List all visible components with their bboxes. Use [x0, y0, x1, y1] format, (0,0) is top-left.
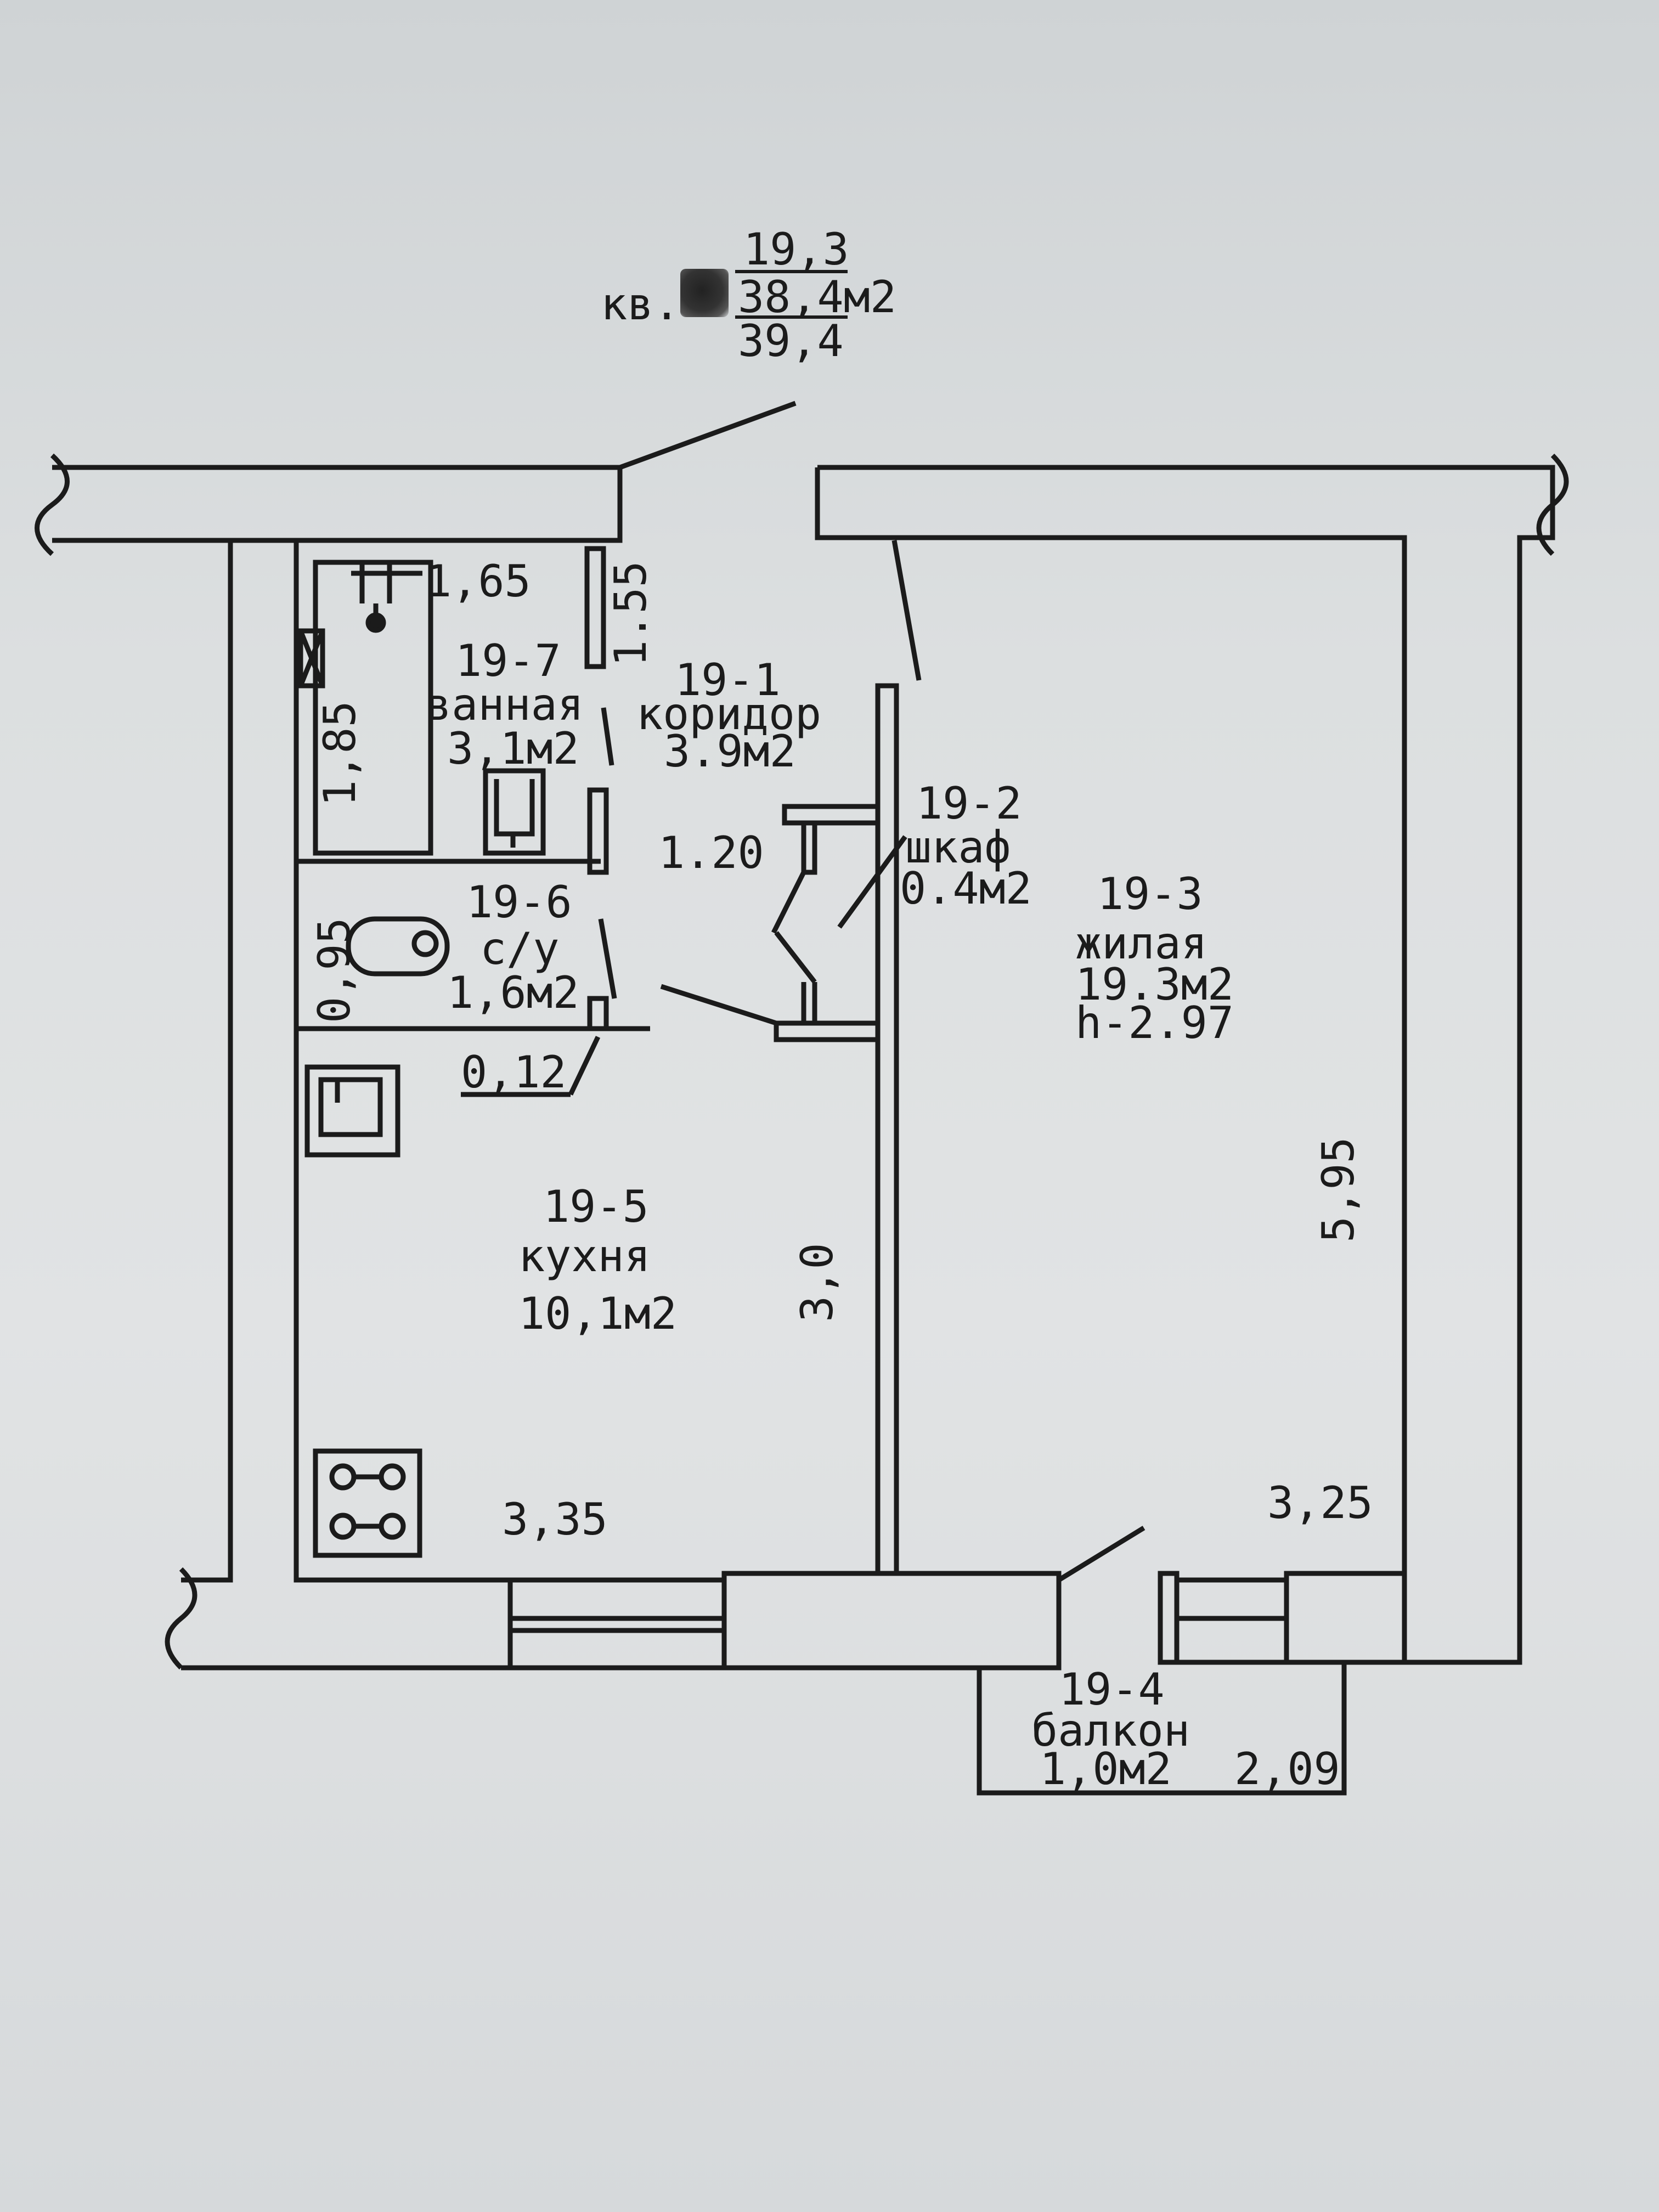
room-19-4-area: 1,0м2 [1040, 1743, 1172, 1795]
wc-door-post [587, 996, 609, 1031]
kitchen-sink [304, 1064, 400, 1158]
dim-wall-thickness: 0,12 [461, 1047, 567, 1098]
room-19-4-id: 19-4 [1059, 1664, 1165, 1715]
door-swing-entry [619, 400, 797, 470]
room-19-5-id: 19-5 [543, 1181, 649, 1232]
room-19-7-area: 3,1м2 [447, 723, 579, 774]
leader-0-12 [568, 1036, 601, 1096]
closet-door-top [801, 823, 817, 875]
outer-wall-top-left [52, 465, 623, 1583]
toilet [346, 916, 450, 977]
room-19-1-id: 19-1 [675, 654, 781, 706]
room-19-6-id: 19-6 [466, 877, 572, 928]
leader-closet [837, 835, 907, 929]
window-kitchen [507, 1577, 727, 1671]
bath-shower [351, 562, 422, 603]
dim-room-width: 3,25 [1267, 1477, 1373, 1528]
break-mark-top-right [1536, 453, 1569, 556]
outer-wall-top-right [817, 465, 1555, 1665]
room-19-6-name: с/у [480, 923, 560, 974]
dim-bath-width: 1,65 [425, 556, 531, 607]
closet-door-bottom [801, 982, 817, 1026]
window-room [1174, 1577, 1289, 1665]
room-19-3-height: h-2.97 [1075, 997, 1234, 1048]
dim-wc-width: 0,95 [309, 917, 360, 1023]
dim-corridor-width: 1.20 [658, 827, 764, 878]
closet-top [782, 804, 881, 826]
balcony-outline [977, 1662, 1347, 1796]
bathroom-door-post [587, 787, 609, 875]
header-living-area: 19,3 [743, 224, 849, 275]
door-swing-bath [601, 707, 614, 766]
bathtub [313, 560, 433, 856]
bath-sink [483, 768, 546, 856]
room-19-3-id: 19-3 [1097, 868, 1203, 919]
dim-balcony-width: 2,09 [1234, 1743, 1340, 1795]
room-19-1-area: 3.9м2 [664, 726, 796, 777]
room-19-1-name: коридор [636, 689, 822, 740]
redacted-apartment-number [680, 269, 729, 317]
room-19-7-id: 19-7 [455, 635, 561, 686]
header-total-area: 38,4м2 [738, 272, 896, 323]
room-19-2-area: 0.4м2 [900, 863, 1032, 914]
closet-bottom [774, 1020, 881, 1042]
door-swing-balcony [1057, 1526, 1146, 1582]
room-19-5-area: 10,1м2 [518, 1288, 677, 1339]
room-19-4-name: балкон [1031, 1705, 1190, 1756]
outer-wall-top-right-inner [815, 467, 1407, 1573]
room-19-6-area: 1,6м2 [447, 967, 579, 1018]
break-mark-bottom-left [165, 1567, 198, 1670]
dim-kitchen-depth: 3,0 [792, 1243, 843, 1323]
interior-wall-left [294, 540, 510, 1583]
room-19-5-name: кухня [518, 1231, 651, 1282]
wall-segment-right [1284, 1571, 1407, 1665]
dim-kitchen-width: 3,35 [502, 1494, 608, 1545]
door-swing-wc [598, 918, 617, 999]
room-19-3-name: жилая [1075, 918, 1207, 969]
header-prefix: кв. [601, 279, 680, 330]
wall-segment-middle [721, 1571, 1062, 1671]
corridor-wall-stub [584, 546, 606, 669]
room-19-7-name: ванная [425, 679, 584, 730]
dim-bath-height: 1,85 [314, 701, 365, 806]
partition-kitchen-room [875, 683, 899, 1576]
break-mark-top-left [35, 453, 70, 556]
header-rule-1 [735, 270, 848, 273]
dim-corridor-depth: 1.55 [605, 561, 656, 667]
dim-room-depth: 5,95 [1313, 1137, 1364, 1243]
room-19-2-name: шкаф [905, 822, 1011, 873]
header-rule-2 [735, 315, 848, 319]
door-swing-room [891, 540, 922, 681]
bath-vent [298, 628, 325, 689]
leader-corridor-wall [660, 984, 777, 1026]
kitchen-stove [313, 1448, 422, 1558]
room-19-3-area: 19.3м2 [1075, 959, 1234, 1010]
header-total-with-balcony: 39,4 [738, 315, 844, 366]
room-19-2-id: 19-2 [916, 778, 1022, 829]
